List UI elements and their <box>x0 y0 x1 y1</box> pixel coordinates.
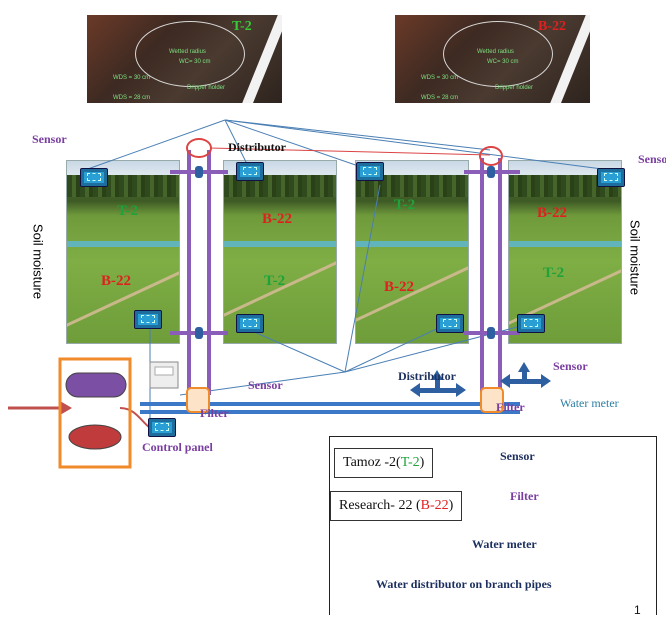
annotation: WDS = 28 cm <box>421 95 459 101</box>
sensor-label: Sensor <box>638 152 666 166</box>
annotation: WC= 30 cm <box>179 59 211 65</box>
tank-purple <box>65 372 127 398</box>
field-label: B-22 <box>384 279 414 295</box>
sensor-label: Sensor <box>553 359 588 373</box>
tank-box <box>58 357 132 469</box>
field-label: T-2 <box>543 265 565 281</box>
annotation: WDS = 30 cm <box>113 75 151 81</box>
sensor-device <box>356 162 384 181</box>
sensor-device <box>148 418 176 437</box>
water-meters <box>410 362 551 397</box>
field-label: T-2 <box>264 273 286 289</box>
wetted-ellipse <box>443 21 553 87</box>
field-photo-2: B-22 T-2 <box>223 160 337 344</box>
branch-pipes <box>170 150 520 395</box>
sensor-label: Sensor <box>248 378 283 392</box>
field-label: B-22 <box>537 205 567 221</box>
sensor-label: Sensor <box>32 132 67 146</box>
control-panel-label: Control panel <box>142 440 213 454</box>
distributor-ring <box>479 146 503 166</box>
field-label: T-2 <box>117 203 139 219</box>
sensor-device <box>236 314 264 333</box>
soil-moisture-label: Soil moisture <box>627 219 643 296</box>
field-photo-4: B-22 T-2 <box>508 160 622 344</box>
legend: Tamoz -2(T-2) Research- 22 (B-22) Sensor… <box>329 436 659 619</box>
annotation: Wetted radius <box>169 49 206 55</box>
annotation: WC= 30 cm <box>487 59 519 65</box>
valves <box>195 166 495 339</box>
top-photo-tag: B-22 <box>538 19 566 34</box>
field-label: B-22 <box>101 273 131 289</box>
page-number: 1 <box>634 603 641 617</box>
variety-box-b22: Research- 22 (B-22) <box>330 491 463 521</box>
sensor-device <box>236 162 264 181</box>
variety-box-t2: Tamoz -2(T-2) <box>334 448 434 478</box>
tank-red <box>68 424 122 450</box>
field-photo-3: T-2 B-22 <box>355 160 469 344</box>
filters <box>186 387 504 413</box>
legend-water-meter: Water meter <box>472 537 537 551</box>
annotation: WDS = 28 cm <box>113 95 151 101</box>
distributor-label: Distributor <box>398 369 456 383</box>
soil-moisture-label: Soil moisture <box>30 223 46 300</box>
distributor-ring <box>186 138 212 158</box>
annotation: Dripper holder <box>495 85 534 91</box>
legend-sensor: Sensor <box>500 449 535 463</box>
filter-label: Filter <box>200 406 229 420</box>
field-label: T-2 <box>394 197 416 213</box>
sensor-device <box>597 168 625 187</box>
inlet-arrow <box>8 401 72 415</box>
field-label: B-22 <box>262 211 292 227</box>
sensor-device <box>436 314 464 333</box>
sensor-device <box>517 314 545 333</box>
sensor-device <box>134 310 162 329</box>
annotation: Dripper holder <box>187 85 226 91</box>
top-photo-b22: B-22 Wetted radius WC= 30 cm WDS = 30 cm… <box>395 15 590 103</box>
water-meter-label: Water meter <box>560 396 619 410</box>
filter-label: Filter <box>496 400 525 414</box>
top-photo-t2: T-2 Wetted radius WC= 30 cm WDS = 30 cm … <box>87 15 282 103</box>
annotation: WDS = 30 cm <box>421 75 459 81</box>
top-photo-tag: T-2 <box>232 19 252 34</box>
annotation: Wetted radius <box>477 49 514 55</box>
distributor-label: Distributor <box>228 140 286 154</box>
red-link <box>209 147 491 156</box>
legend-distributor: Water distributor on branch pipes <box>376 577 552 591</box>
sensor-device <box>80 168 108 187</box>
wetted-ellipse <box>135 21 245 87</box>
legend-filter: Filter <box>510 489 539 503</box>
